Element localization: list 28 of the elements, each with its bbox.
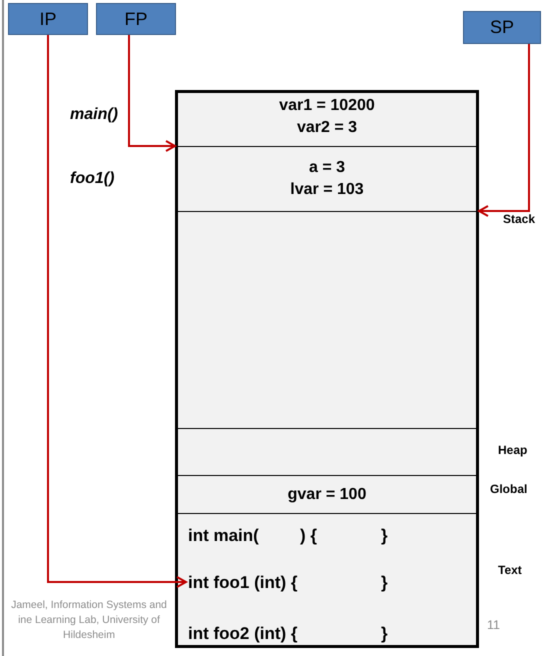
value-text: gvar = 100 <box>288 484 366 504</box>
code-text: ) { <box>300 525 317 547</box>
value-text: var2 = 3 <box>296 118 358 138</box>
value-text: a = 3 <box>308 158 346 178</box>
pointer-arrow <box>47 35 187 588</box>
code-text: } <box>381 525 388 547</box>
code-text: } <box>381 623 388 645</box>
value-text: lvar = 103 <box>290 180 364 200</box>
code-text: int foo1 (int) { <box>188 572 298 594</box>
code-text: int main( <box>188 525 259 547</box>
code-text: } <box>381 572 388 594</box>
segment-label: Global <box>490 482 528 496</box>
value-text: var1 = 10200 <box>279 96 375 116</box>
code-text: int foo2 (int) { <box>188 623 298 645</box>
pointer-register-box: SP <box>463 11 541 44</box>
pointer-arrow <box>128 35 176 152</box>
footer-text: Jameel, Information Systems and ine Learning Lab, University of Hildesheim <box>10 598 168 643</box>
function-label: foo1() <box>70 170 114 188</box>
segment-label: Stack <box>503 212 536 226</box>
pointer-arrow <box>478 44 530 217</box>
segment-label: Heap <box>498 443 528 457</box>
function-label: main() <box>70 106 118 124</box>
text-segment <box>178 513 476 645</box>
memory-column <box>175 90 479 648</box>
pointer-register-box: FP <box>96 3 176 35</box>
segment-label: Text <box>498 563 522 577</box>
pointer-register-box: IP <box>8 3 88 35</box>
page-number: 11 <box>487 618 500 632</box>
